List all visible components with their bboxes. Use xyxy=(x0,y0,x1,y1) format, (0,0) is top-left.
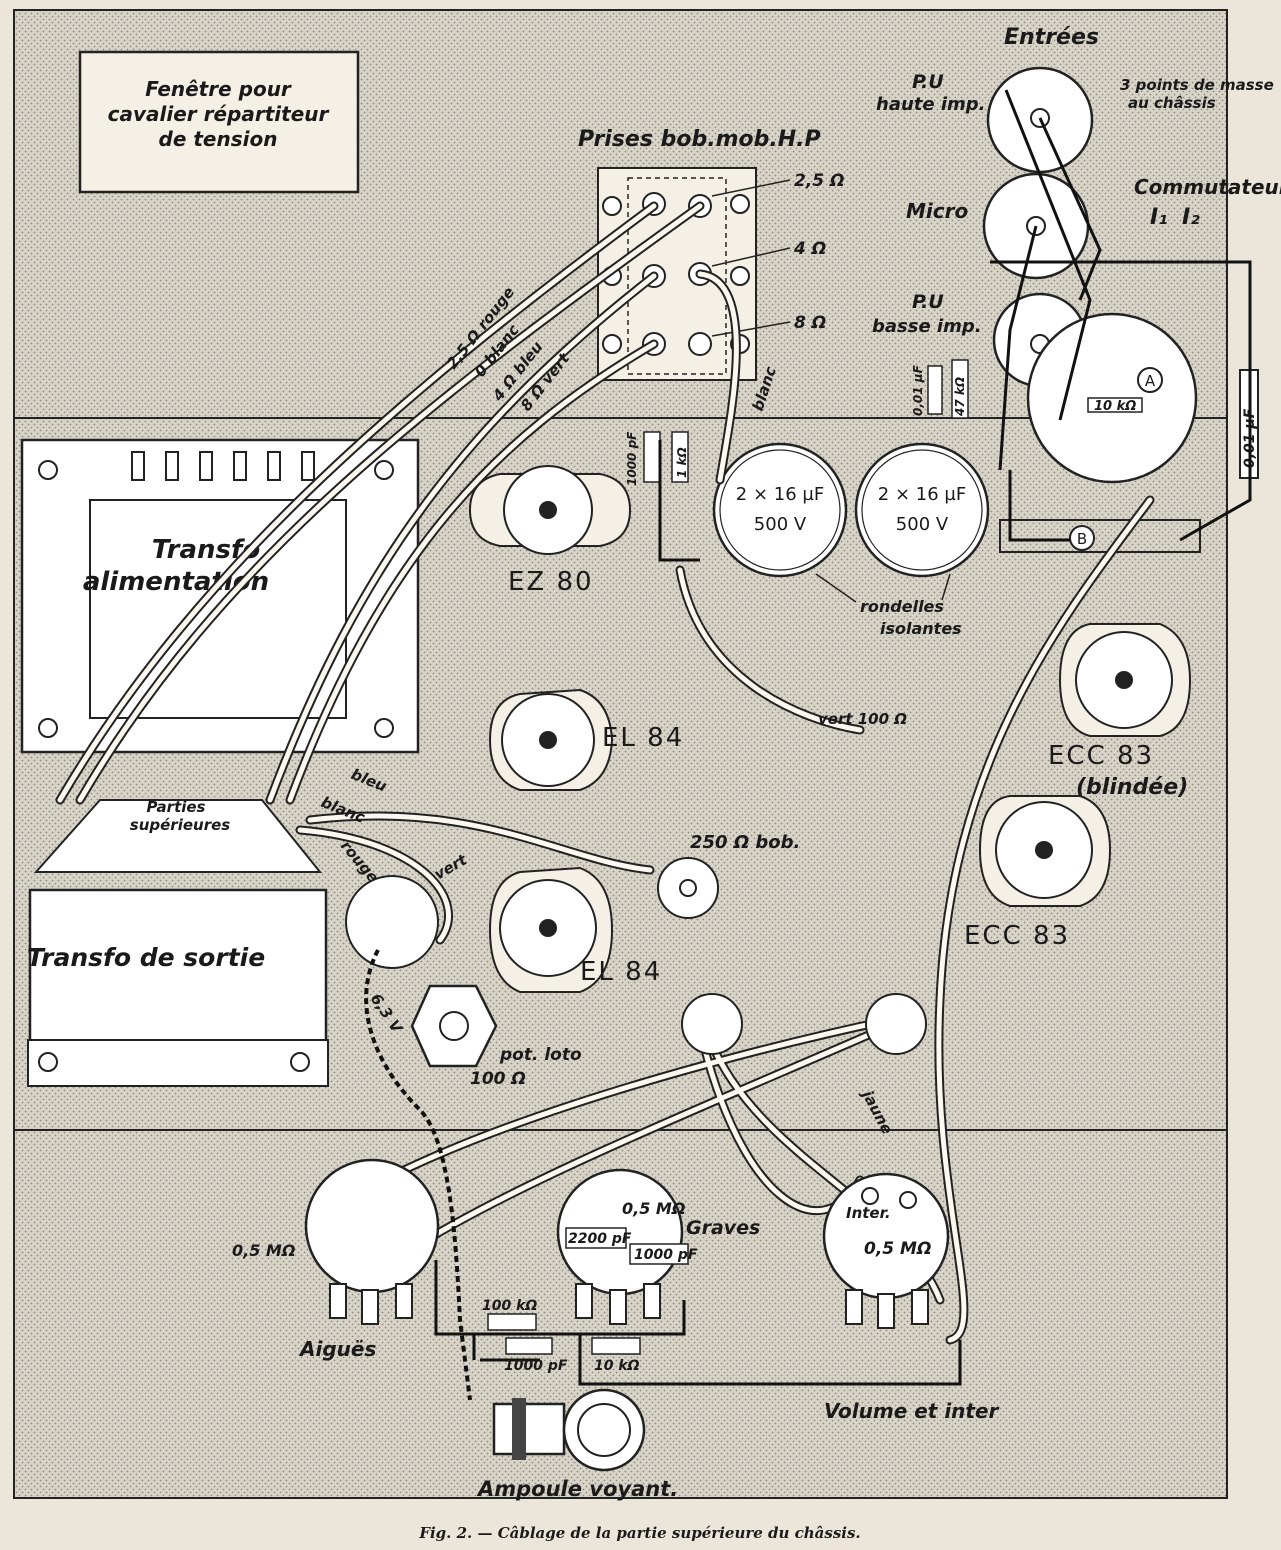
cap-2200-label: 2200 pF xyxy=(568,1231,632,1247)
blindee-label: (blindée) xyxy=(1076,775,1188,800)
el84-2-socket xyxy=(488,866,614,993)
input-wiring xyxy=(658,89,1252,562)
ecc83-2-label: ECC 83 xyxy=(964,921,1070,951)
pot-loto-label-2: 100 Ω xyxy=(470,1069,526,1089)
transfo-alim-mounting xyxy=(38,460,394,738)
speaker-terminal-plate xyxy=(597,167,757,381)
res-1k-body xyxy=(671,431,689,483)
grommet-right xyxy=(865,993,927,1055)
res-10k-top-label: 10 kΩ xyxy=(1094,399,1136,414)
entrees-label: Entrées xyxy=(1004,25,1099,50)
el84-1-socket xyxy=(488,688,614,791)
rondelles-label-2: isolantes xyxy=(880,619,962,638)
parties-sup-label-2: supérieures xyxy=(130,816,230,834)
grommet-left xyxy=(681,993,743,1055)
res-47k-body xyxy=(951,359,969,419)
el84-1-label: EL 84 xyxy=(602,723,684,753)
speaker-terminal-dash xyxy=(627,177,727,375)
capacitor-1 xyxy=(712,442,848,578)
capacitor-2-value: 2 × 16 µF xyxy=(878,484,966,505)
transfo-sortie-base xyxy=(27,1039,329,1087)
cap-1000-top-label: 1000 pF xyxy=(625,431,639,486)
pu-basse-label-1: P.U xyxy=(912,291,944,313)
point-a-marker xyxy=(1137,367,1163,393)
res-100k-body xyxy=(487,1313,537,1331)
cap-1000-b-label: 1000 pF xyxy=(634,1247,698,1263)
masse-label-2: au châssis xyxy=(1128,94,1216,112)
micro-label: Micro xyxy=(906,199,968,223)
lamp-holder xyxy=(492,1388,646,1472)
ez80-label: EZ 80 xyxy=(508,567,594,597)
vert-100-label: vert 100 Ω xyxy=(818,710,907,728)
transfo-sortie-bell xyxy=(33,799,323,873)
twisted-6v3-wire xyxy=(364,949,472,1401)
capacitor-2-voltage: 500 V xyxy=(896,514,949,535)
res-47k-label: 47 kΩ xyxy=(953,377,967,417)
ampoule-label: Ampoule voyant. xyxy=(476,1477,678,1501)
res-10k-bot-label: 10 kΩ xyxy=(594,1358,640,1374)
capacitor-2 xyxy=(854,442,990,578)
fenetre-label-1: Fenêtre pour xyxy=(145,77,292,101)
i1-label: I₁ xyxy=(1150,205,1168,230)
res-10k-bot-body xyxy=(591,1337,641,1355)
capacitor-1-voltage: 500 V xyxy=(754,514,807,535)
bob-250-label: 250 Ω bob. xyxy=(690,832,800,853)
el84-2-label: EL 84 xyxy=(580,957,662,987)
i2-label: I₂ xyxy=(1182,205,1200,230)
res-10k-body xyxy=(1087,397,1143,413)
fenetre-box xyxy=(78,50,360,194)
ecc83-2-socket xyxy=(978,795,1112,907)
pu-basse-label-2: basse imp. xyxy=(872,316,982,337)
cap-2200-body xyxy=(565,1227,627,1249)
point-b-marker xyxy=(1069,525,1095,551)
pot-loto-label-1: pot. loto xyxy=(499,1045,582,1065)
transfo-alim-lugs xyxy=(131,451,315,481)
pot-volume-value: 0,5 MΩ xyxy=(864,1239,931,1259)
ecc83-1-socket xyxy=(1058,623,1192,737)
point-b-label: B xyxy=(1077,530,1087,548)
imp-2-5-label: 2,5 Ω xyxy=(794,171,845,191)
cables xyxy=(55,201,1155,1345)
masse-label-1: 3 points de masse xyxy=(1120,76,1274,94)
bottom-wiring xyxy=(434,1260,962,1386)
aigues-label: Aiguës xyxy=(298,1337,376,1361)
chassis-grommet xyxy=(345,875,439,969)
imp-4-label: 4 Ω xyxy=(793,239,826,259)
cap-1000-top-body xyxy=(643,431,661,483)
inter-label: Inter. xyxy=(846,1204,891,1222)
rondelles-label-1: rondelles xyxy=(860,597,944,616)
transfo-sortie-label: Transfo de sortie xyxy=(27,943,265,972)
volume-label: Volume et inter xyxy=(824,1399,1000,1423)
res-100k-label: 100 kΩ xyxy=(482,1298,537,1314)
graves-label: Graves xyxy=(686,1217,760,1239)
figure-caption: Fig. 2. — Câblage de la partie supérieur… xyxy=(418,1524,860,1542)
pot-volume xyxy=(822,1172,950,1329)
pot-aigues xyxy=(304,1158,440,1325)
pot-aigues-value: 0,5 MΩ xyxy=(232,1241,295,1260)
cap-001-a-label: 0,01 µF xyxy=(911,364,925,416)
point-a-label: A xyxy=(1145,372,1156,390)
imp-8-label: 8 Ω xyxy=(794,313,826,333)
parties-sup-label-1: Parties xyxy=(147,798,206,816)
fenetre-label-2: cavalier répartiteur xyxy=(108,102,330,126)
pot-graves-value: 0,5 MΩ xyxy=(622,1199,685,1218)
commutateur-label: Commutateur xyxy=(1134,175,1281,199)
pu-haute-label-2: haute imp. xyxy=(876,94,986,115)
cap-1000-b-body xyxy=(629,1243,689,1265)
res-1k-label: 1 kΩ xyxy=(675,447,689,478)
capacitor-1-value: 2 × 16 µF xyxy=(736,484,824,505)
cap-001-a-body xyxy=(927,365,943,415)
ecc83-1-label: ECC 83 xyxy=(1048,741,1154,771)
prises-title: Prises bob.mob.H.P xyxy=(578,127,821,152)
commutator-bracket xyxy=(999,519,1201,553)
fenetre-label-3: de tension xyxy=(159,127,278,151)
ez80-socket xyxy=(468,465,632,555)
pu-haute-label-1: P.U xyxy=(912,71,944,93)
cap-1000-c-label: 1000 pF xyxy=(504,1358,568,1374)
cap-1000-c-body xyxy=(505,1337,553,1355)
